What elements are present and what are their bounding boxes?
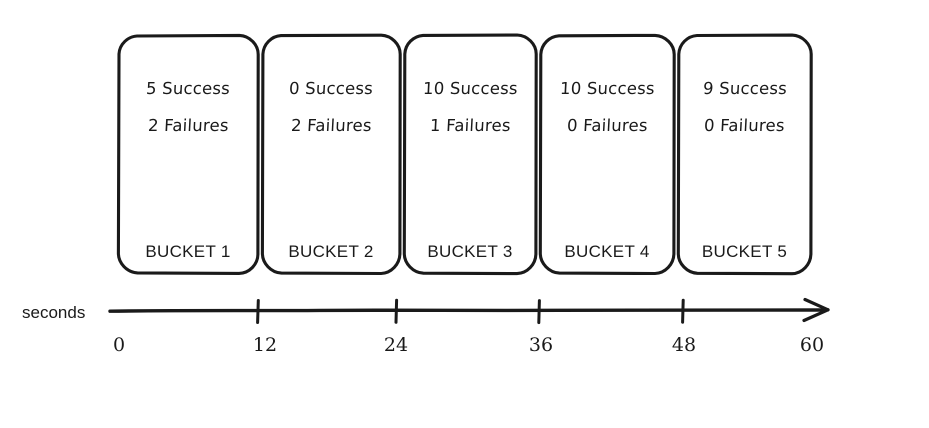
bucket-success-count-2: 0 Success	[288, 79, 374, 98]
bucket-failure-count-4: 0 Failures	[566, 115, 648, 135]
bucket-card-2[interactable]: 0 Success 2 Failures BUCKET 2	[262, 35, 400, 274]
axis-tick-48	[681, 298, 685, 324]
bucket-name-label-2: BUCKET 2	[288, 242, 374, 261]
bucket-card-4[interactable]: 10 Success 0 Failures BUCKET 4	[540, 35, 674, 274]
timeline-axis-line	[108, 308, 828, 313]
bucket-stats-3: 10 Success 1 Failures	[404, 79, 536, 135]
bucket-name-label-5: BUCKET 5	[701, 242, 788, 261]
bucket-name-label-1: BUCKET 1	[145, 242, 231, 261]
bucket-card-5[interactable]: 9 Success 0 Failures BUCKET 5	[678, 35, 811, 274]
bucket-failure-count-5: 0 Failures	[703, 115, 786, 135]
axis-tick-label-36: 36	[528, 334, 554, 356]
axis-tick-label-12: 12	[252, 334, 278, 356]
axis-unit-label: seconds	[22, 303, 86, 322]
bucket-failure-count-3: 1 Failures	[429, 115, 511, 135]
bucket-card-3[interactable]: 10 Success 1 Failures BUCKET 3	[404, 35, 536, 274]
bucket-stats-4: 10 Success 0 Failures	[540, 79, 674, 135]
axis-tick-12	[256, 299, 260, 324]
bucket-failure-count-2: 2 Failures	[290, 115, 372, 135]
bucket-success-count-5: 9 Success	[702, 79, 788, 98]
bucket-card-1[interactable]: 5 Success 2 Failures BUCKET 1	[118, 35, 258, 274]
bucket-failure-count-1: 2 Failures	[147, 115, 229, 135]
bucket-stats-5: 9 Success 0 Failures	[678, 79, 811, 135]
timeline-arrow-head	[803, 297, 830, 312]
axis-tick-label-60: 60	[799, 334, 825, 356]
timeline-arrow-head-lower	[802, 308, 830, 323]
axis-tick-label-48: 48	[671, 334, 697, 356]
bucket-success-count-4: 10 Success	[559, 79, 655, 98]
bucket-name-label-4: BUCKET 4	[564, 242, 650, 261]
bucket-stats-2: 0 Success 2 Failures	[262, 79, 400, 135]
axis-tick-label-24: 24	[383, 334, 409, 356]
bucket-success-count-1: 5 Success	[145, 79, 231, 98]
bucket-success-count-3: 10 Success	[422, 79, 518, 98]
axis-tick-label-0: 0	[112, 334, 126, 356]
axis-tick-36	[537, 299, 541, 325]
bucket-name-label-3: BUCKET 3	[427, 242, 513, 261]
axis-tick-24	[394, 298, 399, 324]
bucket-stats-1: 5 Success 2 Failures	[118, 79, 258, 135]
